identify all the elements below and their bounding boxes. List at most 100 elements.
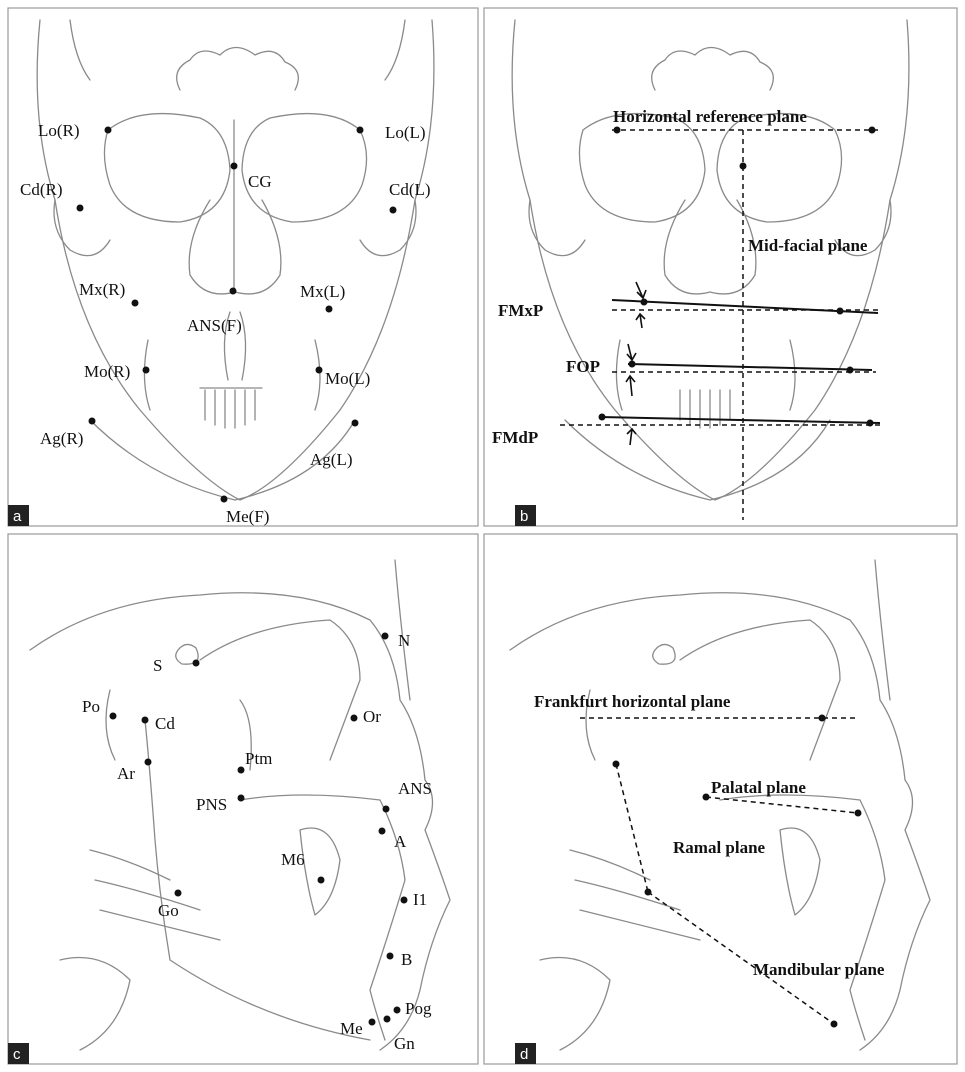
- label-n: N: [398, 631, 410, 650]
- panel-b-frame: [484, 8, 957, 526]
- label-frankfurt-horizontal-plane: Frankfurt horizontal plane: [534, 692, 731, 711]
- angle-arrow: [626, 376, 635, 396]
- mandibular-line: [648, 892, 834, 1024]
- ramal-line: [616, 764, 648, 892]
- landmark-point: [89, 418, 96, 425]
- label-lo-r: Lo(R): [38, 121, 80, 140]
- label-mid-facial-plane: Mid-facial plane: [748, 236, 868, 255]
- panel-a-tag-text: a: [13, 508, 22, 525]
- panel-a-landmarks: [77, 127, 397, 503]
- landmark-point: [740, 163, 747, 170]
- landmark-point: [238, 767, 245, 774]
- landmark-point: [382, 633, 389, 640]
- label-cd-l: Cd(L): [389, 180, 431, 199]
- label-go: Go: [158, 901, 179, 920]
- panel-b: Horizontal reference plane Mid-facial pl…: [484, 8, 957, 526]
- landmark-point: [110, 713, 117, 720]
- landmark-point: [847, 367, 854, 374]
- landmark-point: [318, 877, 325, 884]
- landmark-point: [629, 361, 636, 368]
- label-mx-r: Mx(R): [79, 280, 125, 299]
- label-horizontal-reference-plane: Horizontal reference plane: [613, 107, 807, 126]
- label-mandibular-plane: Mandibular plane: [753, 960, 885, 979]
- landmark-point: [855, 810, 862, 817]
- landmark-point: [867, 420, 874, 427]
- label-gn: Gn: [394, 1034, 415, 1053]
- landmark-point: [383, 806, 390, 813]
- label-lo-l: Lo(L): [385, 123, 426, 142]
- label-cg: CG: [248, 172, 272, 191]
- landmark-point: [613, 761, 620, 768]
- label-mx-l: Mx(L): [300, 282, 345, 301]
- landmark-point: [831, 1021, 838, 1028]
- landmark-point: [326, 306, 333, 313]
- label-palatal-plane: Palatal plane: [711, 778, 806, 797]
- label-mo-l: Mo(L): [325, 369, 370, 388]
- label-me-f: Me(F): [226, 507, 269, 526]
- landmark-point: [614, 127, 621, 134]
- landmark-point: [221, 496, 228, 503]
- label-fmxp: FMxP: [498, 301, 543, 320]
- label-mo-r: Mo(R): [84, 362, 130, 381]
- landmark-point: [238, 795, 245, 802]
- landmark-point: [384, 1016, 391, 1023]
- panel-a: Lo(R) Lo(L) CG Cd(R) Cd(L) Mx(R) Mx(L) A…: [8, 8, 478, 526]
- angle-arrow: [627, 344, 636, 360]
- panel-d-frame: [484, 534, 957, 1064]
- landmark-point: [145, 759, 152, 766]
- label-a: A: [394, 832, 407, 851]
- palatal-line: [706, 797, 858, 813]
- landmark-point: [869, 127, 876, 134]
- panel-c-tag-text: c: [13, 1046, 21, 1063]
- label-ans-f: ANS(F): [187, 316, 242, 335]
- label-i1: I1: [413, 890, 427, 909]
- landmark-point: [132, 300, 139, 307]
- label-fop: FOP: [566, 357, 600, 376]
- landmark-point: [394, 1007, 401, 1014]
- frontal-skull-outline-b: [512, 20, 909, 500]
- landmark-point: [819, 715, 826, 722]
- panel-c: S N Po Cd Or Ar Ptm ANS PNS A M6 Go I1 B…: [8, 534, 478, 1064]
- label-fmdp: FMdP: [492, 428, 538, 447]
- label-ramal-plane: Ramal plane: [673, 838, 766, 857]
- angle-arrow: [627, 429, 636, 445]
- landmark-point: [193, 660, 200, 667]
- label-ans: ANS: [398, 779, 432, 798]
- landmark-point: [357, 127, 364, 134]
- panel-a-labels: Lo(R) Lo(L) CG Cd(R) Cd(L) Mx(R) Mx(L) A…: [20, 121, 431, 526]
- landmark-point: [379, 828, 386, 835]
- landmark-point: [401, 897, 408, 904]
- angle-arrow: [636, 314, 645, 328]
- landmark-point: [142, 717, 149, 724]
- landmark-point: [387, 953, 394, 960]
- label-ptm: Ptm: [245, 749, 272, 768]
- landmark-point: [369, 1019, 376, 1026]
- landmark-point: [316, 367, 323, 374]
- panel-b-tag-text: b: [520, 508, 528, 525]
- panel-d-tag-text: d: [520, 1046, 528, 1063]
- label-pog: Pog: [405, 999, 432, 1018]
- panel-d-planes: [580, 715, 862, 1028]
- landmark-point: [105, 127, 112, 134]
- label-ag-l: Ag(L): [310, 450, 352, 469]
- landmark-point: [230, 288, 237, 295]
- fmdp-solid-line: [600, 417, 880, 423]
- fop-solid-line: [628, 364, 872, 370]
- label-b: B: [401, 950, 412, 969]
- label-po: Po: [82, 697, 100, 716]
- panel-a-frame: [8, 8, 478, 526]
- label-or: Or: [363, 707, 381, 726]
- landmark-point: [143, 367, 150, 374]
- landmark-point: [390, 207, 397, 214]
- landmark-point: [352, 420, 359, 427]
- landmark-point: [641, 299, 648, 306]
- landmark-point: [231, 163, 238, 170]
- label-me: Me: [340, 1019, 363, 1038]
- label-pns: PNS: [196, 795, 227, 814]
- label-ag-r: Ag(R): [40, 429, 83, 448]
- angle-arrow: [636, 282, 646, 298]
- landmark-point: [837, 308, 844, 315]
- landmark-point: [77, 205, 84, 212]
- panel-d: Frankfurt horizontal plane Palatal plane…: [484, 534, 957, 1064]
